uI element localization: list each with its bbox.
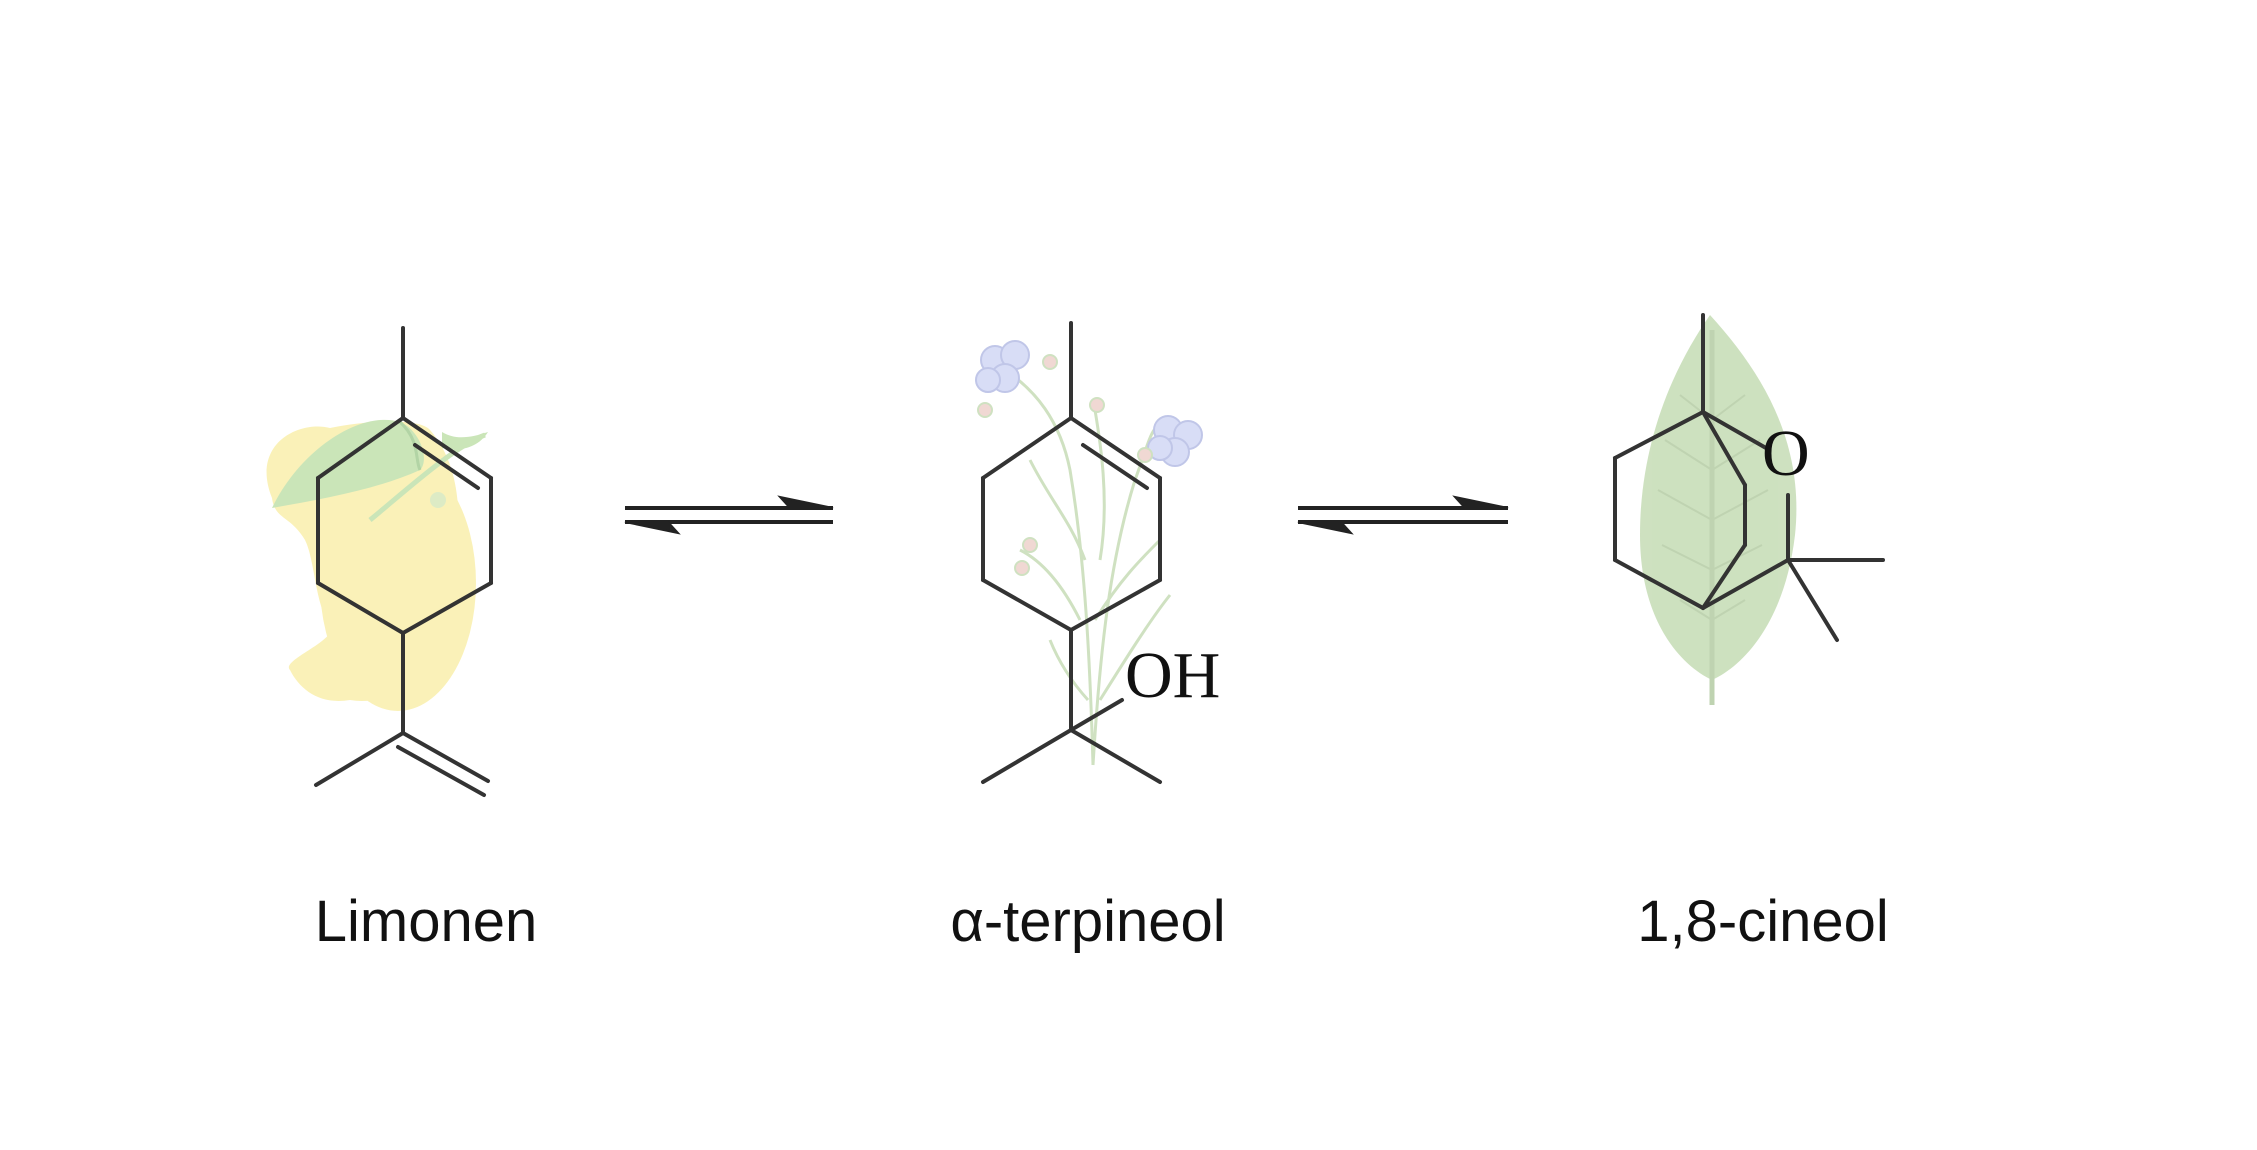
limonene-structure: [314, 326, 493, 797]
terpineol-group: OH: [975, 321, 1220, 784]
terpineol-structure: [981, 321, 1162, 784]
equilibrium-arrow-2: [1297, 495, 1509, 535]
cineole-group: O: [1613, 313, 1885, 705]
cineole-structure: [1613, 313, 1885, 642]
equilibrium-arrow-1: [624, 495, 834, 535]
cineole-label: 1,8-cineol: [1637, 889, 1889, 954]
terpineol-label: α-terpineol: [950, 889, 1226, 954]
oxygen-label: O: [1762, 417, 1810, 490]
flower-sprig-icon: [975, 340, 1203, 766]
lemon-icon: [266, 419, 488, 711]
limonene-group: [266, 326, 493, 797]
limonene-label: Limonen: [314, 889, 538, 954]
leaf-icon: [1640, 315, 1797, 705]
hydroxyl-label: OH: [1125, 639, 1220, 712]
